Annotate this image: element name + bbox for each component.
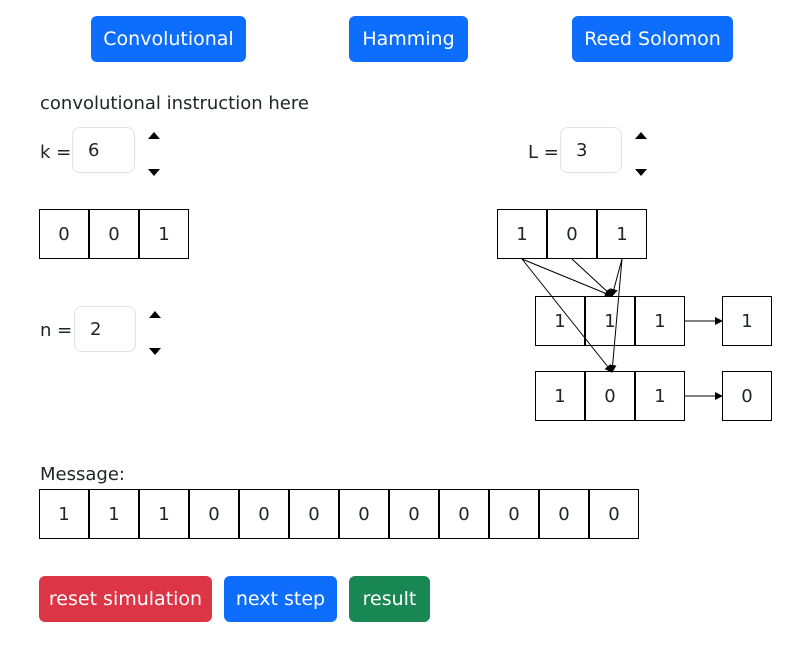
k-increment-icon[interactable]	[146, 130, 162, 142]
n-decrement-icon[interactable]	[147, 346, 163, 358]
generator-1-cell: 1	[535, 296, 585, 346]
register-cell: 0	[89, 209, 139, 259]
reset-simulation-button[interactable]: reset simulation	[39, 576, 212, 622]
tab-reed-solomon[interactable]: Reed Solomon	[572, 16, 733, 62]
register-cell: 1	[139, 209, 189, 259]
n-input[interactable]	[74, 306, 136, 352]
arrow-line	[571, 258, 613, 297]
arrow-line	[521, 258, 613, 298]
tab-convolutional[interactable]: Convolutional	[91, 16, 246, 62]
generator-2-cell: 1	[535, 371, 585, 421]
instruction-text: convolutional instruction here	[40, 93, 309, 114]
message-bit: 1	[139, 489, 189, 539]
tab-hamming[interactable]: Hamming	[349, 16, 468, 62]
message-bit: 0	[589, 489, 639, 539]
k-decrement-icon[interactable]	[146, 167, 162, 179]
generator-2-cell: 0	[585, 371, 635, 421]
message-bit: 0	[539, 489, 589, 539]
message-bit: 0	[239, 489, 289, 539]
generator-1-cell: 1	[635, 296, 685, 346]
L-input[interactable]	[560, 127, 622, 173]
message-bit: 0	[189, 489, 239, 539]
arrow-line	[609, 258, 623, 297]
message-bit: 0	[439, 489, 489, 539]
k-input[interactable]	[72, 127, 135, 173]
n-label: n =	[40, 320, 73, 341]
result-button[interactable]: result	[349, 576, 430, 622]
message-bit: 0	[389, 489, 439, 539]
generator-1-output: 1	[722, 296, 772, 346]
L-decrement-icon[interactable]	[633, 167, 649, 179]
message-bit: 0	[289, 489, 339, 539]
message-bit: 0	[489, 489, 539, 539]
generator-2-cell: 1	[635, 371, 685, 421]
message-bit: 1	[89, 489, 139, 539]
window-cell: 0	[547, 209, 597, 259]
register-cell: 0	[39, 209, 89, 259]
n-increment-icon[interactable]	[147, 309, 163, 321]
generator-2-output: 0	[722, 371, 772, 421]
message-label: Message:	[40, 464, 125, 485]
L-label: L =	[528, 142, 559, 163]
window-cell: 1	[497, 209, 547, 259]
next-step-button[interactable]: next step	[224, 576, 337, 622]
k-label: k =	[40, 142, 72, 163]
generator-1-cell: 1	[585, 296, 635, 346]
window-cell: 1	[597, 209, 647, 259]
message-bit: 0	[339, 489, 389, 539]
message-bit: 1	[39, 489, 89, 539]
L-increment-icon[interactable]	[633, 130, 649, 142]
